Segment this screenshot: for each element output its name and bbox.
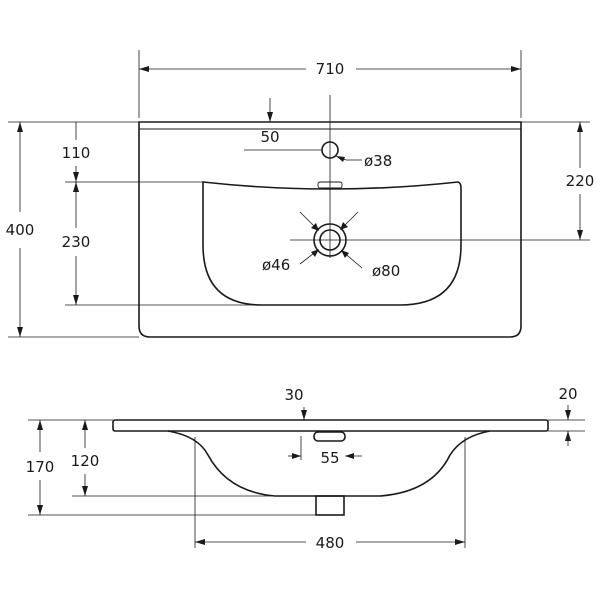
label-width: 710	[316, 60, 345, 78]
label-overflow-width: 55	[320, 449, 339, 467]
dimension-width	[138, 50, 522, 118]
label-drain-offset: 220	[566, 172, 595, 190]
label-bowl-width: 480	[316, 534, 345, 552]
label-drain-inner: ø46	[262, 256, 290, 274]
label-drain-outer: ø80	[372, 262, 400, 280]
dimension-rim	[548, 405, 585, 446]
dimension-overflow-width	[288, 436, 362, 460]
side-view: 30 20 170 120 55 480	[26, 385, 585, 552]
drain-pipe	[315, 495, 345, 516]
dimension-tap-offset	[244, 98, 322, 151]
overflow-nub	[313, 431, 346, 442]
dimension-drain-offset	[521, 121, 590, 240]
label-height: 400	[6, 221, 35, 239]
dimension-total-height	[28, 419, 316, 516]
label-tap-offset: 50	[260, 128, 279, 146]
dimension-tap-depth	[65, 122, 262, 306]
dimension-height	[8, 121, 139, 338]
rim-outline	[112, 419, 549, 432]
dimension-bowl-height	[72, 420, 316, 497]
basin-top-outline	[138, 121, 522, 338]
bowl-outline	[202, 181, 462, 306]
label-rim-thickness: 20	[558, 385, 577, 403]
label-bowl-height: 120	[71, 452, 100, 470]
label-overflow-offset: 30	[284, 386, 303, 404]
dimension-overflow-offset	[301, 407, 307, 420]
leader-lines	[299, 155, 363, 269]
top-view: 710 400 110 230 50 ø38 220 ø46 ø80	[6, 50, 595, 338]
label-total-height: 170	[26, 458, 55, 476]
label-bowl-depth: 230	[62, 233, 91, 251]
label-tap-diameter: ø38	[364, 152, 392, 170]
dimension-bowl-width	[194, 437, 466, 548]
label-tap-depth: 110	[62, 144, 91, 162]
